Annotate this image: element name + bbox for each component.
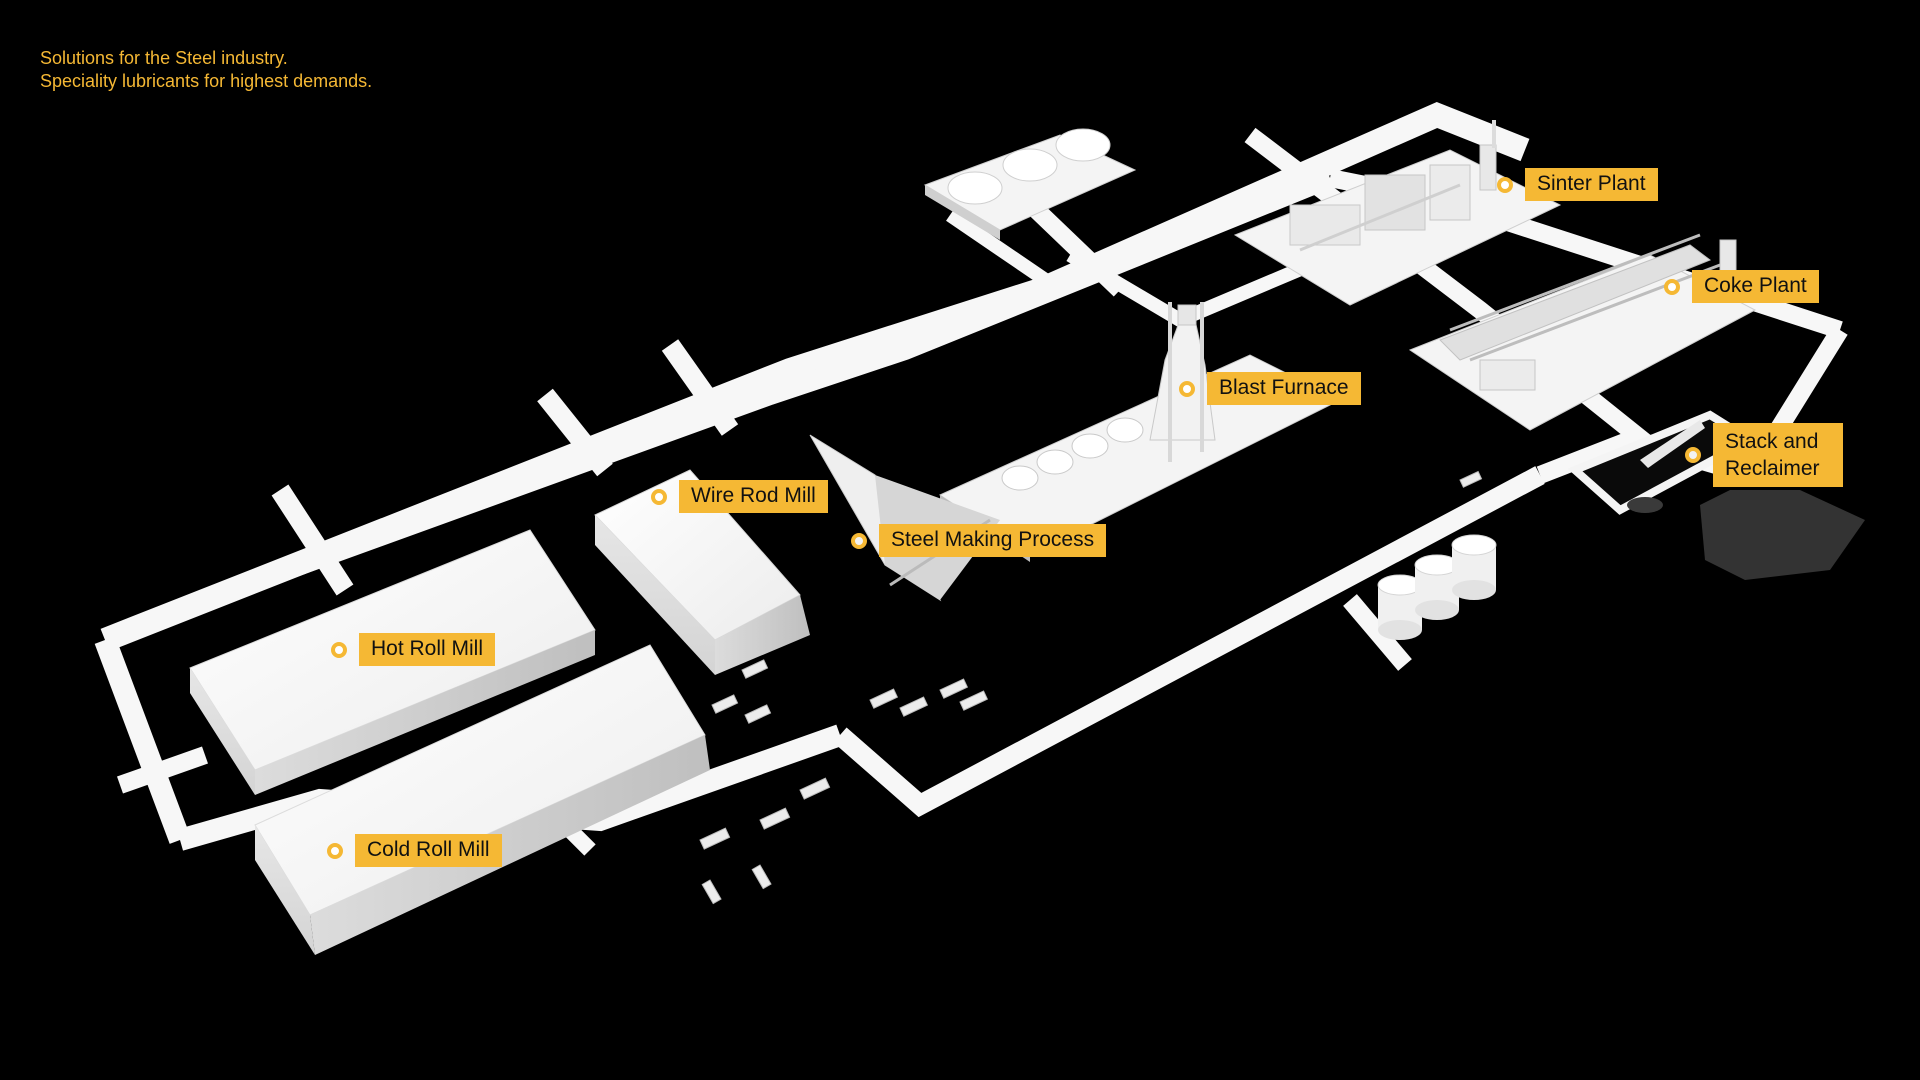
steel-making-hall-model [810, 435, 1000, 600]
hotspot-blast-furnace[interactable]: Blast Furnace [1179, 372, 1361, 405]
hotspot-label-steel-making-process[interactable]: Steel Making Process [879, 524, 1106, 557]
hotspot-label-coke-plant[interactable]: Coke Plant [1692, 270, 1819, 303]
hotspot-wire-rod-mill[interactable]: Wire Rod Mill [651, 480, 828, 513]
coke-plant-model [1410, 235, 1755, 430]
tagline: Solutions for the Steel industry. Specia… [40, 47, 372, 93]
tagline-line-2: Speciality lubricants for highest demand… [40, 70, 372, 93]
hotspot-stack-and-reclaimer[interactable]: Stack and Reclaimer [1685, 423, 1843, 487]
hotspot-sinter-plant[interactable]: Sinter Plant [1497, 168, 1658, 201]
hotspot-marker-icon[interactable] [1685, 447, 1701, 463]
hotspot-marker-icon[interactable] [1179, 381, 1195, 397]
tagline-line-1: Solutions for the Steel industry. [40, 47, 372, 70]
hotspot-label-blast-furnace[interactable]: Blast Furnace [1207, 372, 1361, 405]
hotspot-cold-roll-mill[interactable]: Cold Roll Mill [327, 834, 502, 867]
hotspot-label-sinter-plant[interactable]: Sinter Plant [1525, 168, 1658, 201]
hotspot-label-hot-roll-mill[interactable]: Hot Roll Mill [359, 633, 495, 666]
hotspot-marker-icon[interactable] [851, 533, 867, 549]
hotspot-marker-icon[interactable] [1497, 177, 1513, 193]
hotspot-hot-roll-mill[interactable]: Hot Roll Mill [331, 633, 495, 666]
hotspot-marker-icon[interactable] [651, 489, 667, 505]
hotspot-label-wire-rod-mill[interactable]: Wire Rod Mill [679, 480, 828, 513]
hotspot-label-stack-and-reclaimer[interactable]: Stack and Reclaimer [1713, 423, 1843, 487]
hotspot-steel-making-process[interactable]: Steel Making Process [851, 524, 1106, 557]
hotspot-coke-plant[interactable]: Coke Plant [1664, 270, 1819, 303]
hotspot-marker-icon[interactable] [327, 843, 343, 859]
blast-furnace-model [940, 302, 1340, 562]
hotspot-marker-icon[interactable] [331, 642, 347, 658]
hotspot-marker-icon[interactable] [1664, 279, 1680, 295]
hotspot-label-cold-roll-mill[interactable]: Cold Roll Mill [355, 834, 502, 867]
